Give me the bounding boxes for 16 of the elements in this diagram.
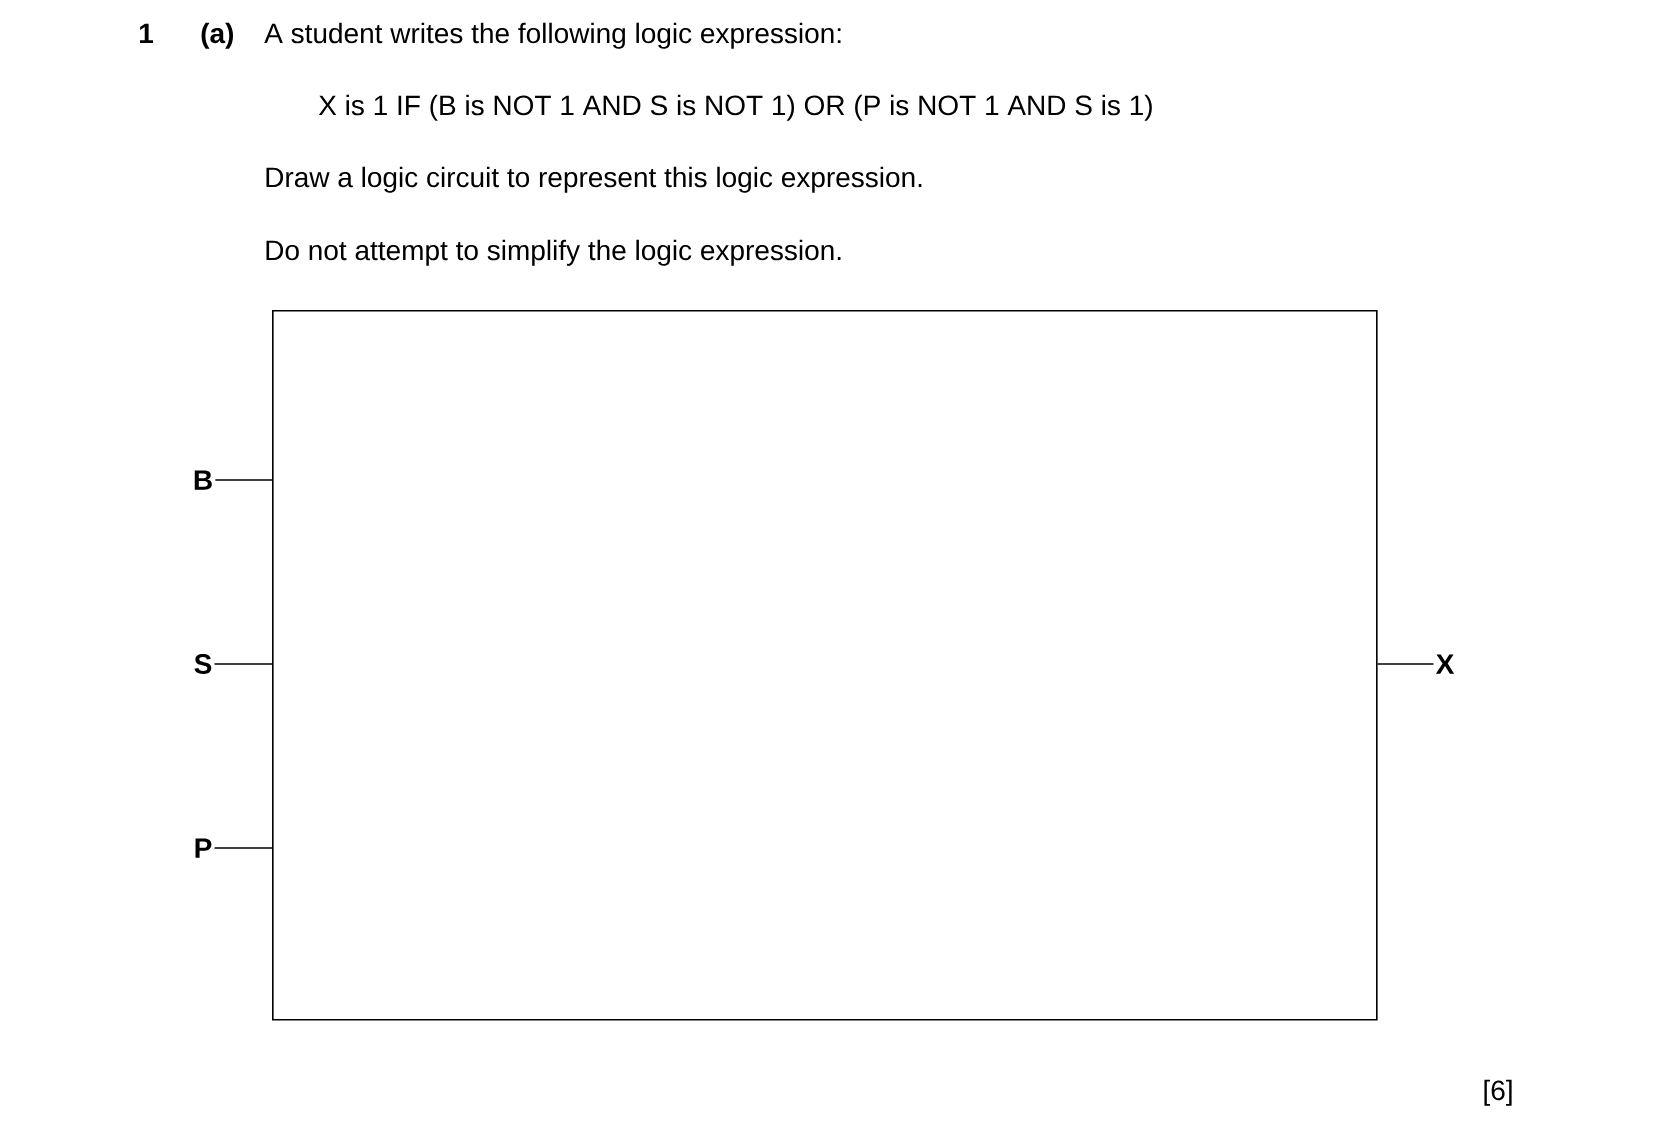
part-label: (a) — [201, 22, 234, 49]
input-label: P — [195, 838, 212, 858]
connector-line — [1376, 663, 1435, 665]
input-label: S — [194, 654, 212, 674]
answer-box — [272, 310, 1378, 1021]
output-label: X — [1435, 654, 1455, 674]
mark-allocation: [6] — [1484, 1079, 1512, 1106]
connector-line — [213, 663, 273, 665]
instruction-text: Do not attempt to simplify the logic expression. — [266, 239, 841, 266]
connector-line — [213, 847, 273, 849]
question-number: 1 — [139, 23, 153, 43]
connector-line — [214, 479, 273, 481]
instruction-text: Draw a logic circuit to represent this logic expression. — [266, 166, 922, 193]
input-label: B — [194, 470, 212, 490]
logic-expression: X is 1 IF (B is NOT 1 AND S is NOT 1) OR (P is NOT 1 AND S is 1) — [318, 94, 1152, 121]
instruction-text: A student writes the following logic expression: — [264, 22, 841, 49]
